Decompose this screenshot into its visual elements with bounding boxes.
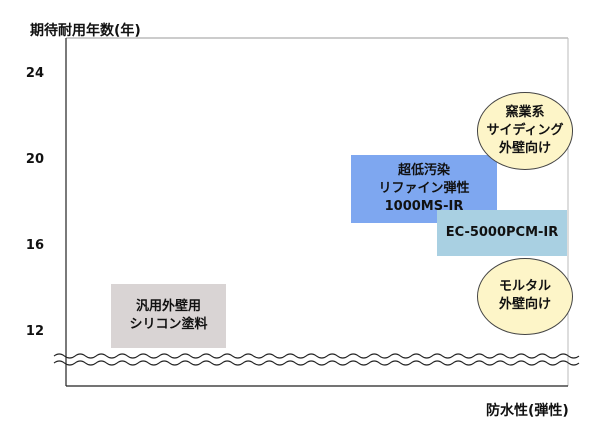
axis-break-line xyxy=(53,353,580,359)
x-axis-title: 防水性(弾性) xyxy=(486,403,569,419)
y-tick-label: 12 xyxy=(25,324,44,339)
y-tick-label: 20 xyxy=(25,152,44,167)
circle-mortar-exterior: モルタル 外壁向け xyxy=(477,257,573,336)
item-ec-5000pcm-ir: EC-5000PCM-IR xyxy=(437,210,567,256)
axis-break-line xyxy=(53,360,580,366)
axis-break-wave xyxy=(53,353,580,366)
y-tick-label: 16 xyxy=(25,238,44,253)
item-silicone-paint: 汎用外壁用 シリコン塗料 xyxy=(111,283,226,349)
y-tick-label: 24 xyxy=(25,66,44,81)
circle-siding-exterior: 窯業系 サイディング 外壁向け xyxy=(477,92,573,170)
y-axis-title: 期待耐用年数(年) xyxy=(30,23,141,39)
